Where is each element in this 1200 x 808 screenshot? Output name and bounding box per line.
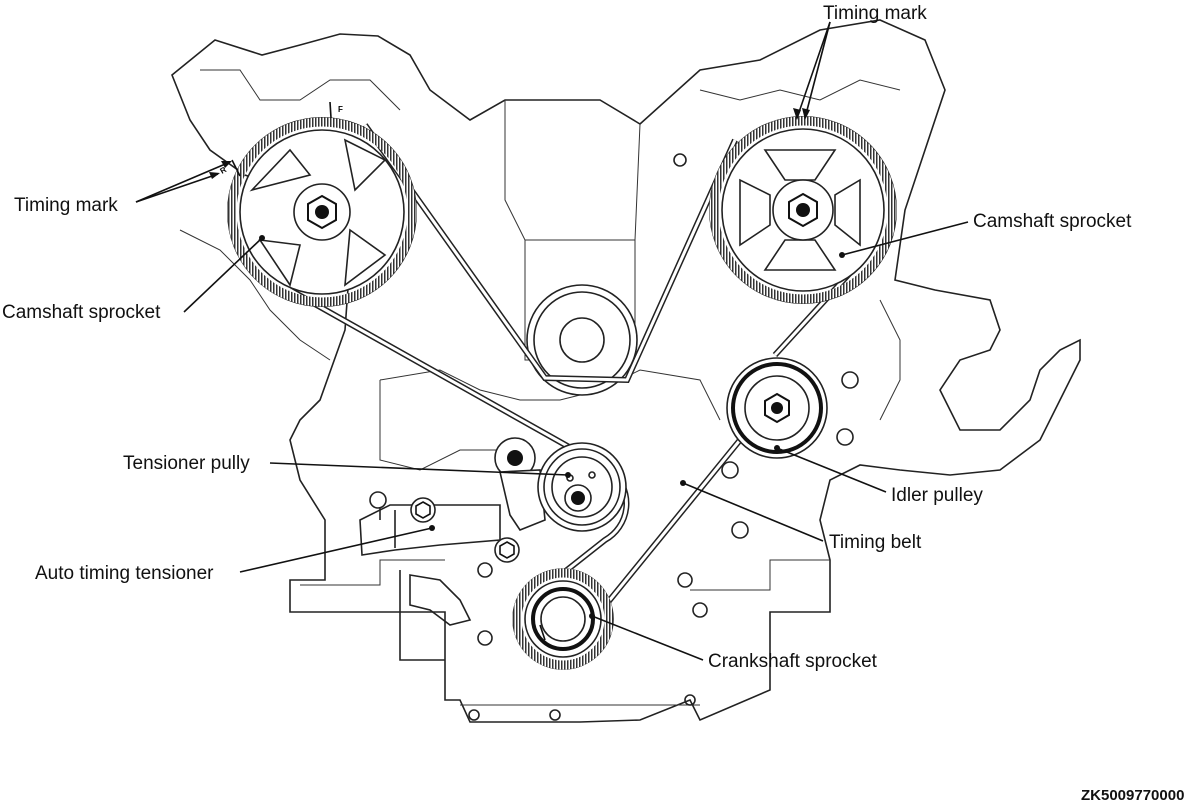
label-camshaft-sprocket-left: Camshaft sprocket	[2, 302, 161, 323]
label-timing-mark-left: Timing mark	[14, 195, 118, 216]
figure-code: ZK5009770000	[1081, 787, 1185, 804]
center-pulley-hub	[526, 284, 638, 396]
label-timing-belt: Timing belt	[829, 532, 922, 553]
label-idler-pulley: Idler pulley	[891, 485, 983, 506]
label-crankshaft-sprocket: Crankshaft sprocket	[708, 651, 877, 672]
leader-lines	[135, 21, 969, 661]
crankshaft-sprocket	[512, 568, 614, 670]
left-sprocket-f-mark: F	[338, 105, 343, 114]
label-camshaft-sprocket-right: Camshaft sprocket	[973, 211, 1132, 232]
left-sprocket-r-mark: R	[219, 165, 229, 176]
label-auto-timing-tensioner: Auto timing tensioner	[35, 563, 214, 584]
tensioner-pulley	[494, 437, 627, 532]
left-camshaft-sprocket: R F	[219, 101, 417, 307]
label-tensioner-pulley: Tensioner pully	[123, 453, 250, 474]
label-timing-mark-top: Timing mark	[823, 3, 927, 24]
idler-pulley	[726, 357, 828, 459]
engine-block-outline	[171, 19, 1081, 723]
right-camshaft-sprocket	[709, 116, 897, 304]
auto-timing-tensioner	[359, 491, 520, 661]
